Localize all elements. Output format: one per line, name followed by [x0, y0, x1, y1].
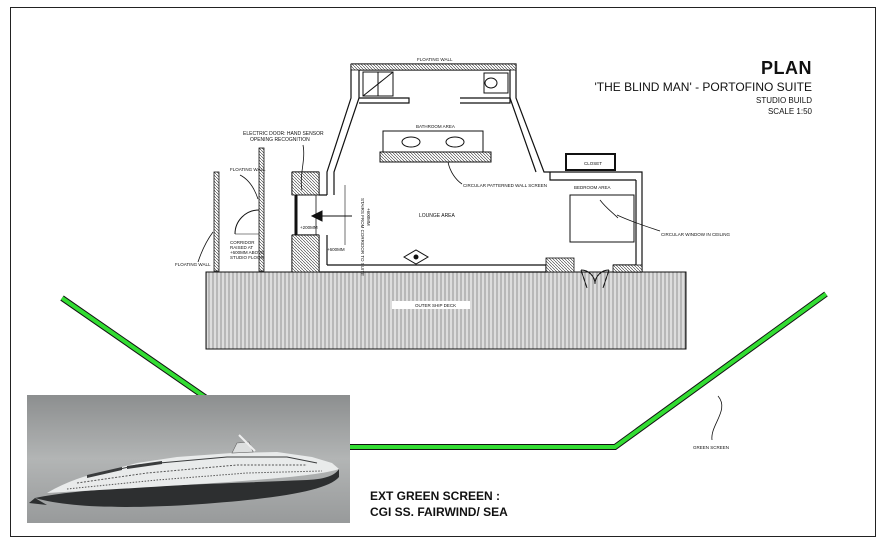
label-electric-door-2: OPENING RECOGNITION — [250, 137, 310, 143]
rug-symbol — [403, 249, 429, 265]
label-floating-wall-left: FLOATING WALL — [230, 167, 266, 172]
label-bedroom-area: BEDROOM AREA — [574, 185, 611, 190]
label-circular-window: CIRCULAR WINDOW IN CEILING — [661, 232, 731, 237]
label-lounge-area: LOUNGE AREA — [419, 213, 456, 219]
label-electric-door-1: ELECTRIC DOOR: HAND SENSOR — [243, 131, 324, 137]
circular-window-box — [569, 194, 635, 243]
label-corridor-1: CORRIDOR — [230, 240, 255, 245]
label-outer-ship-deck: OUTER SHIP DECK — [415, 303, 456, 308]
label-bathroom-area: BATHROOM AREA — [416, 124, 455, 129]
leader-lines — [197, 144, 723, 441]
bathroom-fixtures — [362, 71, 509, 97]
plan-title: PLAN — [761, 58, 812, 78]
corridor-door-arc — [234, 209, 260, 235]
sheet-border — [10, 7, 876, 537]
caption-line-2: CGI SS. FAIRWIND/ SEA — [370, 505, 508, 519]
label-corridor-3: +600MM ABOVE — [230, 250, 264, 255]
outer-ship-deck — [205, 271, 687, 350]
caption-line-1: EXT GREEN SCREEN : — [370, 489, 501, 503]
wall-top — [350, 63, 517, 71]
entry-arrow — [310, 210, 352, 222]
wall-left-upper — [291, 171, 320, 196]
label-dim-200: +200MM — [300, 225, 318, 230]
scale-label: SCALE 1:50 — [767, 107, 812, 116]
deck-label-bg — [392, 301, 470, 309]
suite-walls — [291, 63, 643, 273]
bathroom-vanity — [379, 130, 492, 163]
wall-bottom-right-a — [545, 257, 575, 273]
label-stairs-2: +600MM — [366, 208, 371, 226]
wall-bottom-right-b — [612, 264, 643, 273]
double-door — [580, 269, 610, 289]
ship-reference-image — [27, 395, 350, 523]
label-green-screen: GREEN SCREEN — [693, 445, 729, 450]
label-dim-600: +600MM — [327, 247, 345, 252]
floating-wall-far-left — [213, 171, 220, 272]
studio-build-label: STUDIO BUILD — [755, 96, 812, 105]
closet — [565, 153, 616, 171]
label-stairs-1: STAIRS FROM CORRIDOR TO SUITE — [360, 198, 365, 276]
wall-left-lower — [291, 234, 320, 273]
label-closet: CLOSET — [584, 161, 602, 166]
label-circular-screen: CIRCULAR PATTERNED WALL SCREEN — [463, 183, 547, 188]
plan-subtitle: 'THE BLIND MAN' - PORTOFINO SUITE — [594, 80, 813, 94]
label-corridor-2: RAISED AT — [230, 245, 253, 250]
label-corridor-4: STUDIO FLOOR — [230, 255, 265, 260]
label-floating-wall-top: FLOATING WALL — [417, 57, 453, 62]
label-floating-wall-bottom: FLOATING WALL — [175, 262, 211, 267]
